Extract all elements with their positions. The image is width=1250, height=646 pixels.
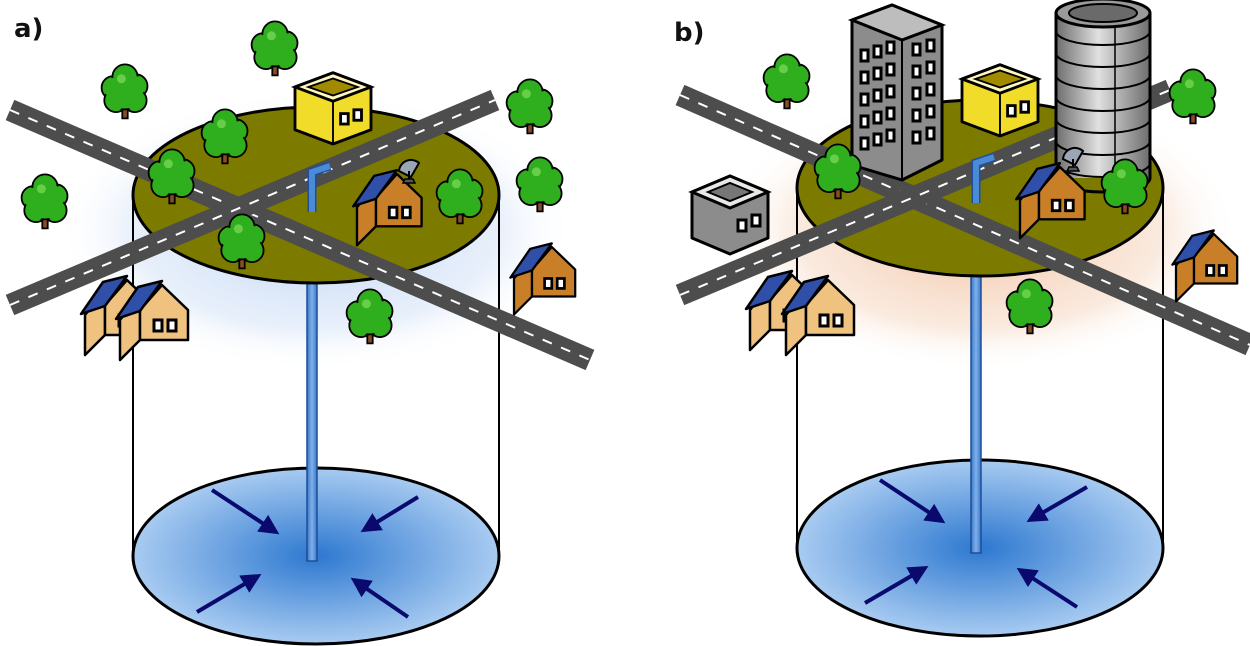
house-icon <box>1171 229 1239 303</box>
panel-b <box>675 0 1250 638</box>
house-icon <box>780 274 856 357</box>
satellite-dish-icon <box>1061 146 1085 172</box>
flow-arrow-icon <box>195 573 262 614</box>
building-icon <box>847 3 947 182</box>
tree-icon <box>515 156 564 213</box>
flow-arrow-icon <box>1016 567 1079 609</box>
well-icon <box>307 161 332 212</box>
tree-icon <box>1168 68 1217 125</box>
tree-icon <box>435 168 484 225</box>
house-icon <box>1015 162 1086 240</box>
tree-icon <box>200 108 249 165</box>
tree-icon <box>345 288 394 345</box>
tree-icon <box>813 143 862 200</box>
tree-icon <box>1005 278 1054 335</box>
flow-arrow-icon <box>1026 485 1089 523</box>
panel-b-label: b) <box>674 18 705 48</box>
building-icon <box>957 63 1043 138</box>
flow-arrow-icon <box>350 577 410 619</box>
road-icon <box>675 84 1250 356</box>
tree-icon <box>1100 158 1149 215</box>
well-icon <box>971 152 996 203</box>
tree-icon <box>505 78 554 135</box>
tree-icon <box>250 20 299 77</box>
panel-a-label: a) <box>14 14 44 44</box>
building-icon <box>290 71 376 146</box>
building-icon <box>688 174 772 256</box>
house-icon <box>352 169 423 247</box>
flow-arrow-icon <box>863 565 929 605</box>
panel-a <box>5 20 595 646</box>
road-icon <box>5 99 595 371</box>
house-icon <box>114 279 190 362</box>
tree-icon <box>100 63 149 120</box>
flow-arrow-icon <box>210 488 280 535</box>
tree-icon <box>20 173 69 230</box>
tree-icon <box>762 53 811 110</box>
satellite-dish-icon <box>397 158 421 184</box>
tree-icon <box>147 148 196 205</box>
flow-arrow-icon <box>360 495 420 533</box>
flow-arrow-icon <box>878 478 946 524</box>
tree-icon <box>217 213 266 270</box>
house-icon <box>509 242 577 316</box>
road-icon <box>5 89 500 316</box>
